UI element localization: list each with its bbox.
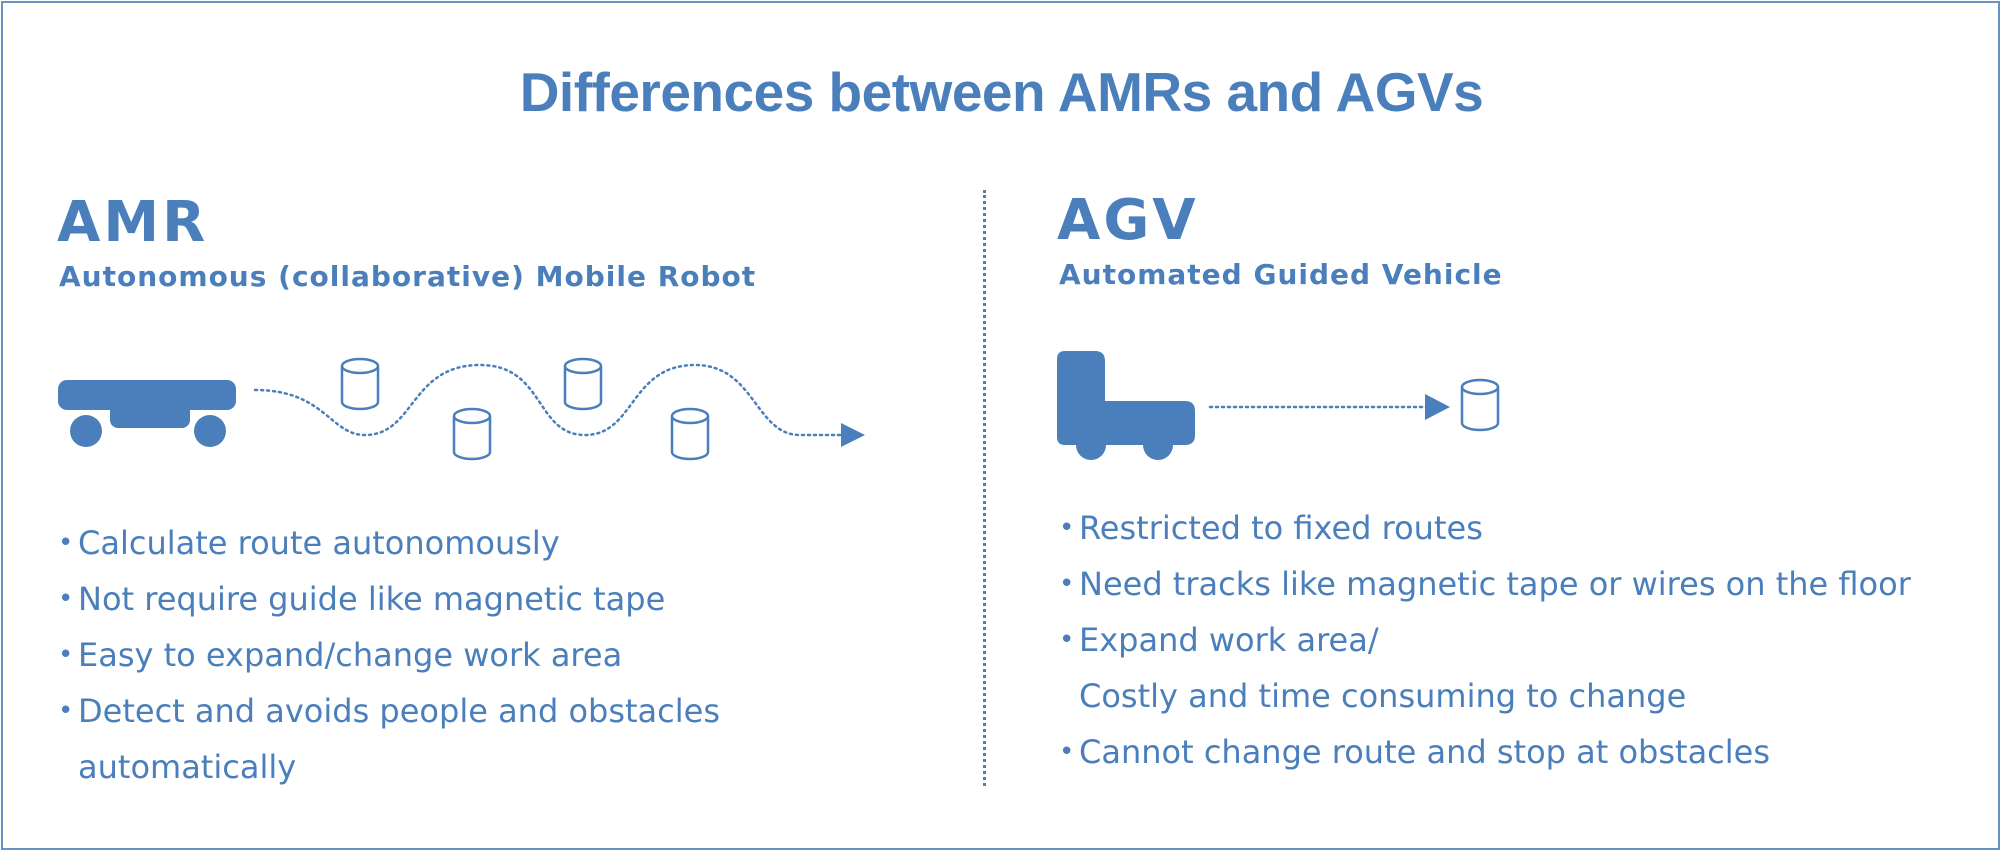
agv-bullet-text-continued: Costly and time consuming to change <box>1079 677 1687 715</box>
amr-bullet-text: Easy to expand/change work area <box>78 636 623 674</box>
agv-bullet-text: Need tracks like magnetic tape or wires … <box>1079 565 1911 603</box>
amr-bullet-list: Calculate route autonomously Not require… <box>58 515 720 795</box>
agv-bullet-item: Need tracks like magnetic tape or wires … <box>1059 556 1911 612</box>
amr-route-path <box>253 363 845 437</box>
agv-heading: AGV <box>1057 188 1199 253</box>
cylinder-obstacle-icon <box>563 357 603 411</box>
amr-robot-icon <box>58 380 236 447</box>
cylinder-obstacle-icon <box>340 357 380 411</box>
agv-bullet-item: Restricted to fixed routes <box>1059 500 1911 556</box>
agv-subheading: Automated Guided Vehicle <box>1059 258 1503 291</box>
amr-illustration <box>58 357 865 461</box>
amr-bullet-item: Detect and avoids people and obstacles a… <box>58 683 720 795</box>
agv-bullet-item: Cannot change route and stop at obstacle… <box>1059 724 1911 780</box>
cylinder-obstacle-icon <box>670 407 710 461</box>
arrow-right-icon <box>841 423 865 447</box>
amr-bullet-item: Calculate route autonomously <box>58 515 720 571</box>
agv-truck-icon <box>1057 351 1195 460</box>
cylinder-obstacle-icon <box>1460 378 1500 432</box>
diagram-title: Differences between AMRs and AGVs <box>519 61 1484 123</box>
amr-bullet-text-continued: automatically <box>78 748 297 786</box>
amr-bullet-item: Not require guide like magnetic tape <box>58 571 720 627</box>
amr-heading: AMR <box>57 190 209 255</box>
column-divider <box>983 190 986 786</box>
agv-bullet-text: Cannot change route and stop at obstacle… <box>1079 733 1771 771</box>
agv-bullet-text: Restricted to fixed routes <box>1079 509 1483 547</box>
arrow-right-icon <box>1425 394 1450 420</box>
agv-bullet-list: Restricted to fixed routes Need tracks l… <box>1059 500 1911 780</box>
amr-bullet-text: Not require guide like magnetic tape <box>78 580 666 618</box>
agv-bullet-item: Expand work area/ Costly and time consum… <box>1059 612 1911 724</box>
agv-bullet-text: Expand work area/ <box>1079 621 1379 659</box>
cylinder-obstacle-icon <box>452 407 492 461</box>
amr-bullet-text: Calculate route autonomously <box>78 524 560 562</box>
amr-bullet-text: Detect and avoids people and obstacles <box>78 692 720 730</box>
agv-illustration <box>1057 351 1500 460</box>
amr-subheading: Autonomous (collaborative) Mobile Robot <box>59 260 757 293</box>
amr-bullet-item: Easy to expand/change work area <box>58 627 720 683</box>
